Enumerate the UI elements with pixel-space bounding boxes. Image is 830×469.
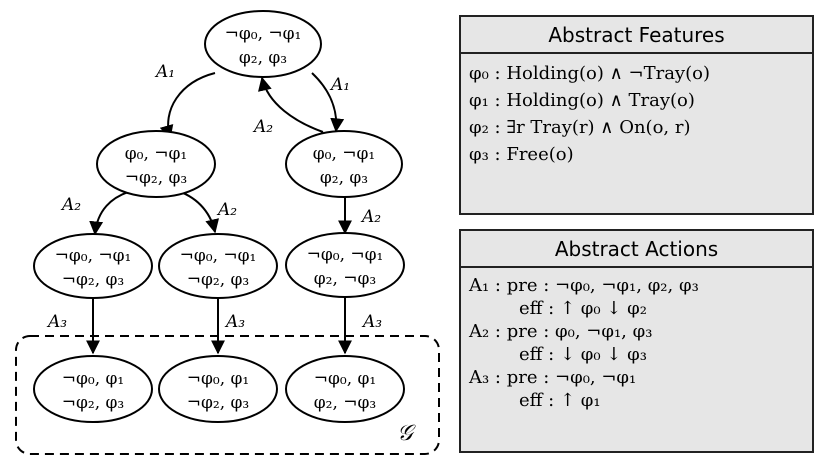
svg-text:¬φ₂, φ₃: ¬φ₂, φ₃ — [187, 270, 250, 290]
edge-label-n5-n8: A₃ — [361, 312, 382, 332]
svg-text:φ₂, ¬φ₃: φ₂, ¬φ₃ — [314, 269, 377, 289]
state-node-n3: ¬φ₀, ¬φ₁ ¬φ₂, φ₃ — [33, 233, 153, 299]
svg-text:φ₂, φ₃: φ₂, φ₃ — [239, 48, 287, 68]
action-a3-eff: eff : ↑ φ₁ — [519, 390, 601, 411]
edge-label-n0-n2: A₁ — [329, 75, 350, 95]
abstract-actions-title: Abstract Actions — [461, 231, 812, 268]
edge-label-n1-n4: A₂ — [216, 200, 237, 220]
svg-text:¬φ₂, φ₃: ¬φ₂, φ₃ — [125, 168, 188, 188]
state-node-n2: φ₀, ¬φ₁ φ₂, φ₃ — [285, 130, 403, 198]
svg-text:¬φ₂, φ₃: ¬φ₂, φ₃ — [187, 393, 250, 413]
action-a1-pre: A₁ : pre : ¬φ₀, ¬φ₁, φ₂, φ₃ — [469, 275, 699, 296]
action-a2-pre: A₂ : pre : φ₀, ¬φ₁, φ₃ — [469, 321, 653, 342]
feature-row-phi0: φ₀ : Holding(o) ∧ ¬Tray(o) — [469, 63, 710, 84]
state-node-n5: ¬φ₀, ¬φ₁ φ₂, ¬φ₃ — [285, 232, 405, 298]
svg-text:¬φ₀, ¬φ₁: ¬φ₀, ¬φ₁ — [225, 24, 302, 44]
edge-n1-n4 — [174, 189, 220, 234]
svg-text:¬φ₂, φ₃: ¬φ₂, φ₃ — [62, 270, 125, 290]
action-a2-eff: eff : ↓ φ₀ ↓ φ₃ — [519, 344, 647, 365]
state-node-n8: ¬φ₀, φ₁ φ₂, ¬φ₃ — [285, 355, 405, 423]
abstract-features-title: Abstract Features — [461, 17, 812, 54]
edge-label-n0-n1: A₁ — [154, 62, 175, 82]
state-node-n7: ¬φ₀, φ₁ ¬φ₂, φ₃ — [158, 355, 278, 423]
svg-text:¬φ₀, φ₁: ¬φ₀, φ₁ — [62, 369, 125, 389]
edge-label-n4-n7: A₃ — [224, 312, 245, 332]
action-a1-eff: eff : ↑ φ₀ ↓ φ₂ — [519, 298, 647, 319]
svg-text:φ₀, ¬φ₁: φ₀, ¬φ₁ — [313, 144, 376, 164]
feature-row-phi1: φ₁ : Holding(o) ∧ Tray(o) — [469, 90, 695, 111]
edge-n2-n0 — [258, 76, 324, 133]
edge-label-n2-n5: A₂ — [360, 207, 381, 227]
svg-text:¬φ₀, φ₁: ¬φ₀, φ₁ — [314, 369, 377, 389]
svg-text:¬φ₂, φ₃: ¬φ₂, φ₃ — [62, 393, 125, 413]
feature-row-phi3: φ₃ : Free(o) — [469, 144, 574, 165]
state-node-n4: ¬φ₀, ¬φ₁ ¬φ₂, φ₃ — [158, 233, 278, 299]
edge-n0-n2 — [311, 72, 345, 133]
svg-text:φ₂, φ₃: φ₂, φ₃ — [320, 168, 368, 188]
edge-label-n1-n3: A₂ — [60, 195, 81, 215]
state-node-n1: φ₀, ¬φ₁ ¬φ₂, φ₃ — [96, 130, 216, 198]
svg-text:φ₀, ¬φ₁: φ₀, ¬φ₁ — [125, 144, 188, 164]
abstract-features-panel: Abstract Features φ₀ : Holding(o) ∧ ¬Tra… — [459, 15, 814, 215]
goal-label: 𝒢 — [397, 421, 416, 446]
svg-text:¬φ₀, φ₁: ¬φ₀, φ₁ — [187, 369, 250, 389]
state-transition-diagram: 𝒢 A₁ A₁ A₂ A₂ A₂ A₂ A₃ A₃ A₃ ¬φ₀, ¬φ₁ φ₂… — [15, 10, 440, 455]
state-node-n6: ¬φ₀, φ₁ ¬φ₂, φ₃ — [33, 355, 153, 423]
goal-region — [15, 335, 440, 455]
edge-label-n2-n0: A₂ — [252, 117, 273, 137]
svg-text:φ₂, ¬φ₃: φ₂, ¬φ₃ — [314, 393, 377, 413]
edge-label-n3-n6: A₃ — [46, 312, 67, 332]
abstract-actions-panel: Abstract Actions A₁ : pre : ¬φ₀, ¬φ₁, φ₂… — [459, 229, 814, 453]
edge-n0-n1 — [159, 72, 216, 140]
state-node-n0: ¬φ₀, ¬φ₁ φ₂, φ₃ — [204, 10, 322, 78]
svg-text:¬φ₀, ¬φ₁: ¬φ₀, ¬φ₁ — [180, 246, 257, 266]
svg-text:¬φ₀, ¬φ₁: ¬φ₀, ¬φ₁ — [307, 245, 384, 265]
edge-n1-n3 — [89, 189, 136, 236]
action-a3-pre: A₃ : pre : ¬φ₀, ¬φ₁ — [469, 367, 637, 388]
svg-text:¬φ₀, ¬φ₁: ¬φ₀, ¬φ₁ — [55, 246, 132, 266]
feature-row-phi2: φ₂ : ∃r Tray(r) ∧ On(o, r) — [469, 117, 691, 138]
